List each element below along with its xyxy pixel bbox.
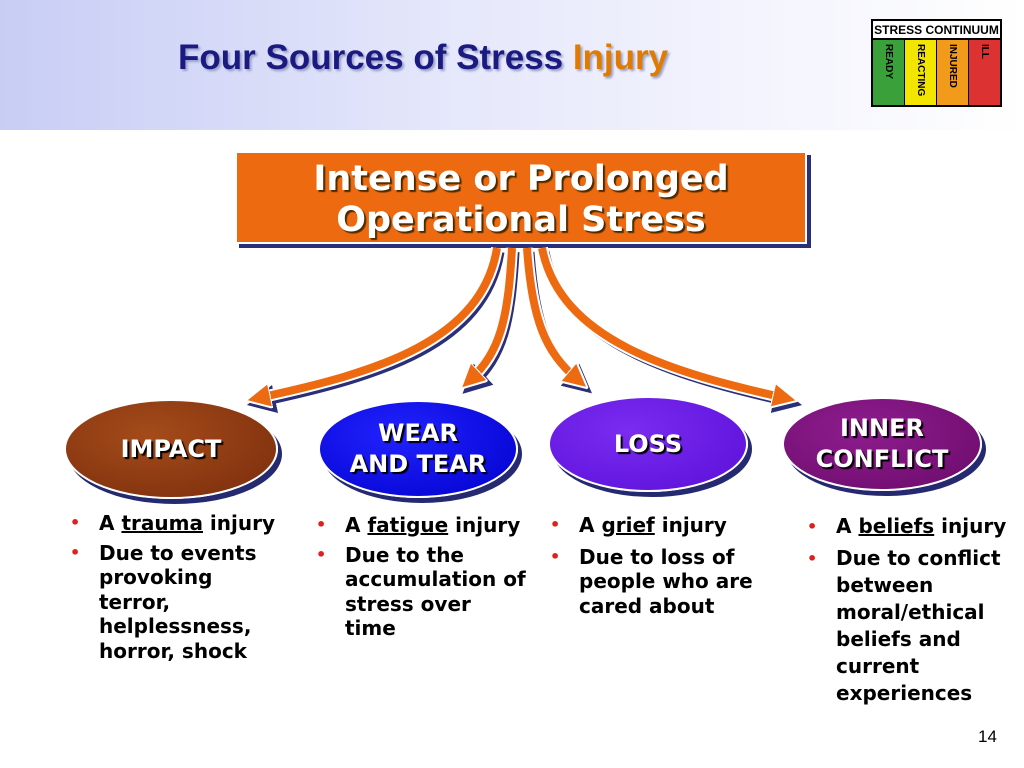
category-label: LOSS xyxy=(613,429,683,458)
list-item: • A fatigue injury xyxy=(312,513,527,538)
continuum-zone-reacting: REACTING xyxy=(904,40,936,105)
key-term: beliefs xyxy=(858,514,935,538)
key-term: fatigue xyxy=(367,513,449,537)
category-label: WEAR xyxy=(378,419,458,447)
bullet-icon: • xyxy=(550,546,561,566)
list-item: • A beliefs injury xyxy=(803,513,1024,540)
item-text: injury xyxy=(448,513,521,537)
category-oval-loss: LOSS xyxy=(548,396,748,492)
bullet-icon: • xyxy=(550,515,561,534)
category-oval-inner-conflict: INNER CONFLICT xyxy=(782,397,982,491)
list-item: • Due to loss of people who are cared abo… xyxy=(546,545,786,619)
arrow-to-inner xyxy=(538,247,785,398)
title-main: Four Sources of Stress xyxy=(178,38,573,77)
arrow-to-impact xyxy=(258,247,501,398)
continuum-zone-ready: READY xyxy=(873,40,904,105)
item-text: Due to events provoking terror, helpless… xyxy=(99,540,257,663)
category-oval-impact: IMPACT xyxy=(64,399,278,499)
bullet-icon: • xyxy=(316,544,327,564)
impact-details: • A trauma injury • Due to events provokin… xyxy=(66,511,281,668)
list-item: • Due to the accumulation of stress over … xyxy=(312,543,527,641)
source-line-2: Operational Stress xyxy=(336,200,706,240)
title-accent: Injury xyxy=(572,38,669,77)
item-text: A xyxy=(345,513,368,537)
item-text: A xyxy=(99,511,122,535)
page-number: 14 xyxy=(978,727,997,746)
continuum-zone-label: INJURED xyxy=(947,44,958,88)
arrow-to-wear xyxy=(470,247,516,380)
stress-continuum-legend: STRESS CONTINUUM READY REACTING INJURED … xyxy=(871,19,1002,107)
continuum-zone-ill: ILL xyxy=(968,40,1000,105)
key-term: grief xyxy=(601,513,655,537)
stress-continuum-title: STRESS CONTINUUM xyxy=(873,21,1000,40)
list-item: • Due to events provoking terror, helples… xyxy=(66,541,281,664)
wear-and-tear-details: • A fatigue injury • Due to the accumulati… xyxy=(312,513,527,646)
list-item: • A trauma injury xyxy=(66,511,281,536)
source-line-1: Intense or Prolonged xyxy=(313,159,729,199)
item-text: A xyxy=(836,514,859,538)
arrow-to-loss xyxy=(523,247,578,380)
inner-conflict-details: • A beliefs injury • Due to conflict betwe… xyxy=(803,513,1024,712)
continuum-zone-label: REACTING xyxy=(915,44,926,97)
slide-title: Four Sources of Stress Injury xyxy=(178,38,668,78)
header-band xyxy=(0,0,1024,130)
stress-source-box: Intense or Prolonged Operational Stress xyxy=(235,151,807,244)
continuum-zone-injured: INJURED xyxy=(936,40,968,105)
category-label: AND TEAR xyxy=(349,450,487,478)
category-label: INNER xyxy=(840,414,924,442)
continuum-zone-label: READY xyxy=(883,44,894,80)
item-text: injury xyxy=(202,511,276,535)
bullet-icon: • xyxy=(316,515,327,534)
list-item: • Due to conflict between moral/ethical b… xyxy=(803,545,1024,707)
bullet-icon: • xyxy=(807,517,818,536)
bullet-icon: • xyxy=(70,542,81,562)
category-label: IMPACT xyxy=(120,434,222,463)
key-term: trauma xyxy=(121,511,203,535)
continuum-zone-label: ILL xyxy=(979,44,990,59)
item-text: Due to conflict between moral/ethical be… xyxy=(836,546,1001,705)
list-item: • A grief injury xyxy=(546,513,786,538)
item-text: Due to the accumulation of stress over t… xyxy=(345,542,526,641)
category-label: CONFLICT xyxy=(815,445,949,473)
category-oval-wear-and-tear: WEAR AND TEAR xyxy=(318,400,518,498)
loss-details: • A grief injury • Due to loss of people w… xyxy=(546,513,786,625)
item-text: A xyxy=(579,513,602,537)
item-text: Due to loss of people who are cared abou… xyxy=(579,544,753,618)
item-text: injury xyxy=(934,514,1007,538)
bullet-icon: • xyxy=(807,549,818,568)
item-text: injury xyxy=(654,513,727,537)
bullet-icon: • xyxy=(70,513,81,532)
